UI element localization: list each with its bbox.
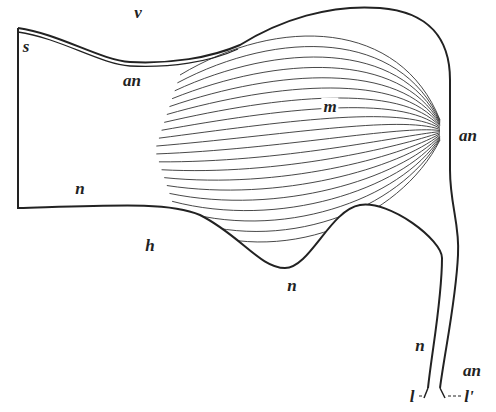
field-line xyxy=(169,78,440,124)
field-line xyxy=(167,88,440,125)
field-line xyxy=(162,108,440,131)
part-label: l xyxy=(408,388,417,405)
field-line xyxy=(175,138,440,221)
part-label: an xyxy=(457,127,479,144)
part-label: n xyxy=(285,277,298,294)
field-lines xyxy=(156,36,440,242)
field-line xyxy=(159,132,440,162)
field-line xyxy=(175,57,440,122)
field-line xyxy=(164,98,440,126)
field-line xyxy=(177,139,440,232)
leader-line xyxy=(448,396,461,397)
field-line xyxy=(156,124,440,146)
field-line xyxy=(164,134,440,180)
surface-layer xyxy=(18,32,238,66)
field-line xyxy=(159,117,440,139)
part-label: an xyxy=(121,72,143,89)
part-label: l' xyxy=(462,388,475,405)
part-label: v xyxy=(132,4,144,21)
part-label: n xyxy=(73,180,86,197)
part-label: an xyxy=(461,362,483,379)
field-line xyxy=(156,130,440,154)
part-label: m xyxy=(321,98,338,115)
tissue-outline xyxy=(18,7,458,388)
field-line xyxy=(172,67,440,123)
field-line xyxy=(172,137,440,211)
field-line xyxy=(167,135,440,190)
part-label: n xyxy=(413,337,426,354)
fibre-ends xyxy=(424,388,445,398)
part-label: h xyxy=(143,237,156,254)
part-label: s xyxy=(21,38,32,55)
leader-line xyxy=(419,396,424,397)
